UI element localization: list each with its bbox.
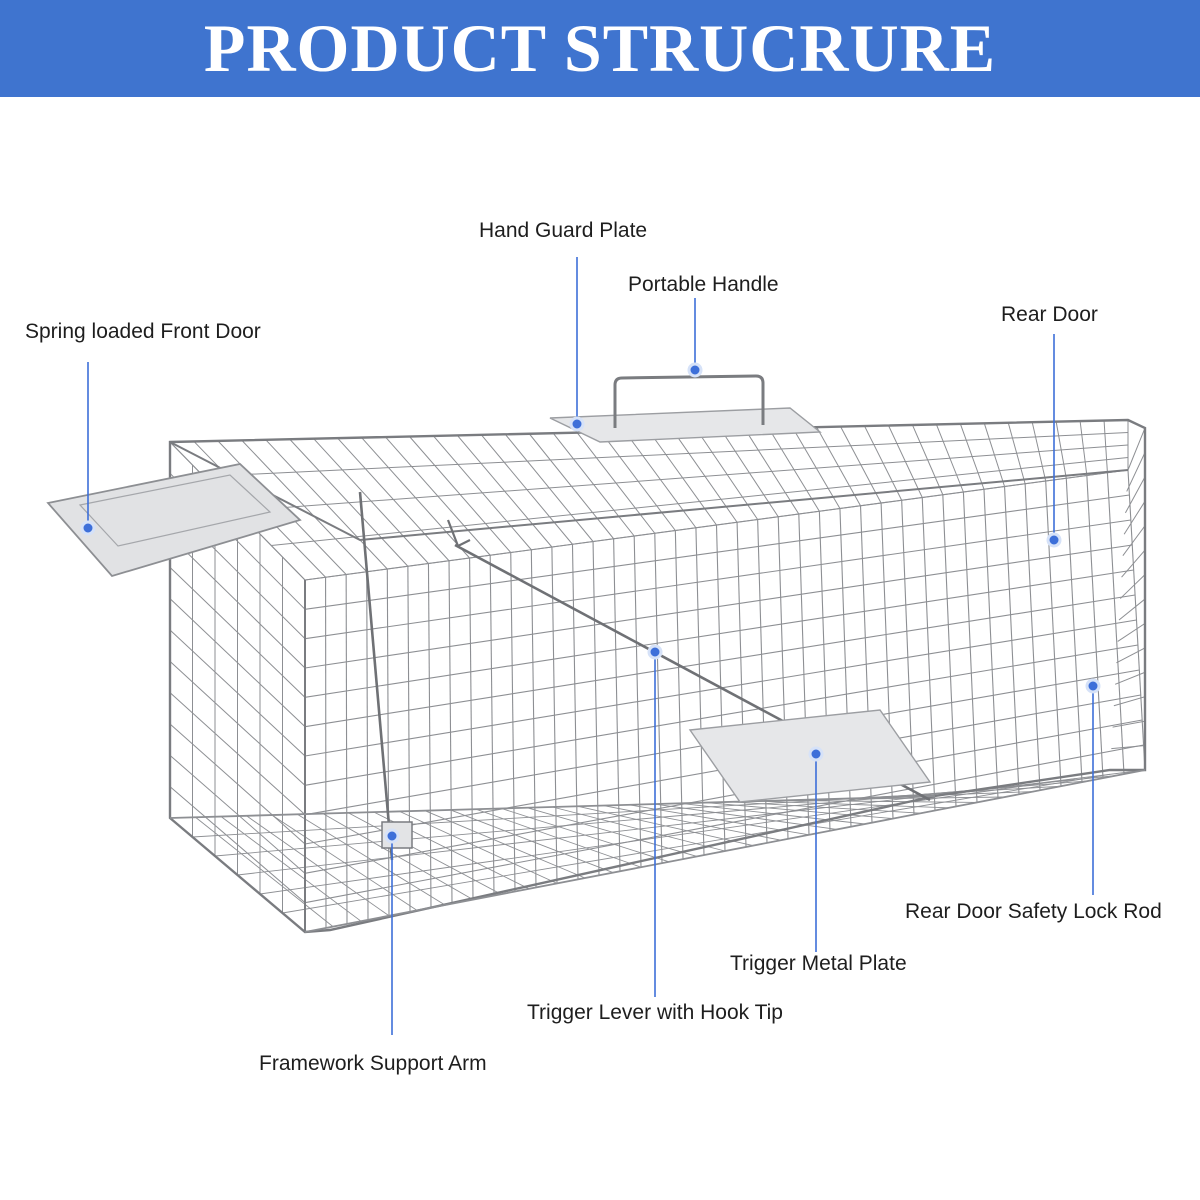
- cage-wire: [1112, 720, 1146, 728]
- label-rear-lock-rod: Rear Door Safety Lock Rod: [905, 900, 1162, 923]
- cage-wire: [1123, 501, 1146, 535]
- cage-wire: [237, 782, 1041, 876]
- cage-wire: [1111, 745, 1146, 750]
- label-front-door: Spring loaded Front Door: [25, 320, 261, 343]
- label-portable-handle: Portable Handle: [628, 273, 779, 296]
- label-rear-door: Rear Door: [1001, 303, 1098, 326]
- cage-wire: [1114, 671, 1146, 685]
- cage-wire: [1116, 647, 1146, 664]
- cage-wire: [304, 469, 1129, 581]
- cage-wire: [282, 773, 1111, 914]
- cage-trap-illustration: [168, 418, 1147, 934]
- cage-wire: [169, 754, 306, 874]
- callout-dot-trigger-plate: [808, 746, 824, 762]
- cage-wire: [304, 494, 1130, 610]
- cage-wire: [1119, 574, 1146, 599]
- cage-wire: [169, 566, 306, 698]
- cage-wire: [304, 544, 1133, 669]
- callout-dot-handle: [687, 362, 703, 378]
- cage-wire: [304, 644, 1139, 786]
- cage-wire: [169, 692, 306, 816]
- title-banner: [0, 0, 1200, 97]
- label-trigger-plate: Trigger Metal Plate: [730, 952, 907, 975]
- cage-wire: [1126, 452, 1146, 492]
- callout-dot-hand-guard: [569, 416, 585, 432]
- callout-dot-support-arm: [384, 828, 400, 844]
- cage-wire: [259, 778, 1076, 895]
- cage-wire: [169, 786, 306, 904]
- cage-wire: [1122, 525, 1146, 557]
- cage-wire: [304, 594, 1136, 728]
- label-trigger-lever: Trigger Lever with Hook Tip: [527, 1001, 783, 1024]
- callout-dot-rear-door: [1046, 532, 1062, 548]
- cage-wire: [1117, 623, 1146, 642]
- cage-wire: [304, 744, 1144, 904]
- cage-wire: [1121, 549, 1146, 578]
- cage-wire: [304, 569, 1134, 698]
- page-title: PRODUCT STRUCRURE: [203, 10, 997, 86]
- callout-dot-trigger-lever: [647, 644, 663, 660]
- cage-wire: [169, 723, 306, 845]
- cage-plates: [46, 407, 932, 803]
- cage-wire: [169, 535, 306, 669]
- handle-shape: [613, 374, 765, 428]
- callout-dot-front-door: [80, 520, 96, 536]
- cage-wire: [304, 519, 1131, 640]
- callout-dot-lock-rod: [1085, 678, 1101, 694]
- cage-wire: [304, 719, 1143, 874]
- cage-wire: [237, 444, 1129, 512]
- cage-wire: [1127, 427, 1146, 471]
- cage-wire: [169, 660, 306, 786]
- cage-wire: [1118, 598, 1146, 621]
- cage-wire: [1113, 696, 1146, 707]
- cage-wire: [271, 457, 1129, 546]
- cage-wire: [169, 629, 306, 757]
- label-hand-guard-plate: Hand Guard Plate: [479, 219, 648, 242]
- cage-wire: [1124, 476, 1146, 514]
- cage-wire: [203, 432, 1129, 477]
- cage-wire: [214, 786, 1006, 857]
- cage-wire: [169, 598, 306, 728]
- label-support-arm: Framework Support Arm: [259, 1052, 487, 1075]
